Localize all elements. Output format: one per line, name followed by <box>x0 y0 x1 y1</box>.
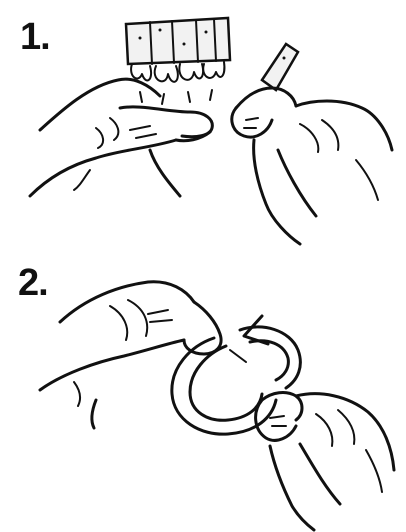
step-1-illustration <box>0 0 406 250</box>
left-hand <box>30 79 212 196</box>
cover-strip <box>126 18 230 104</box>
right-hand <box>256 393 394 530</box>
step-2-panel: 2. <box>0 250 406 532</box>
step-1-panel: 1. <box>0 0 406 250</box>
right-hand <box>232 44 392 244</box>
step-2-illustration <box>0 250 406 532</box>
